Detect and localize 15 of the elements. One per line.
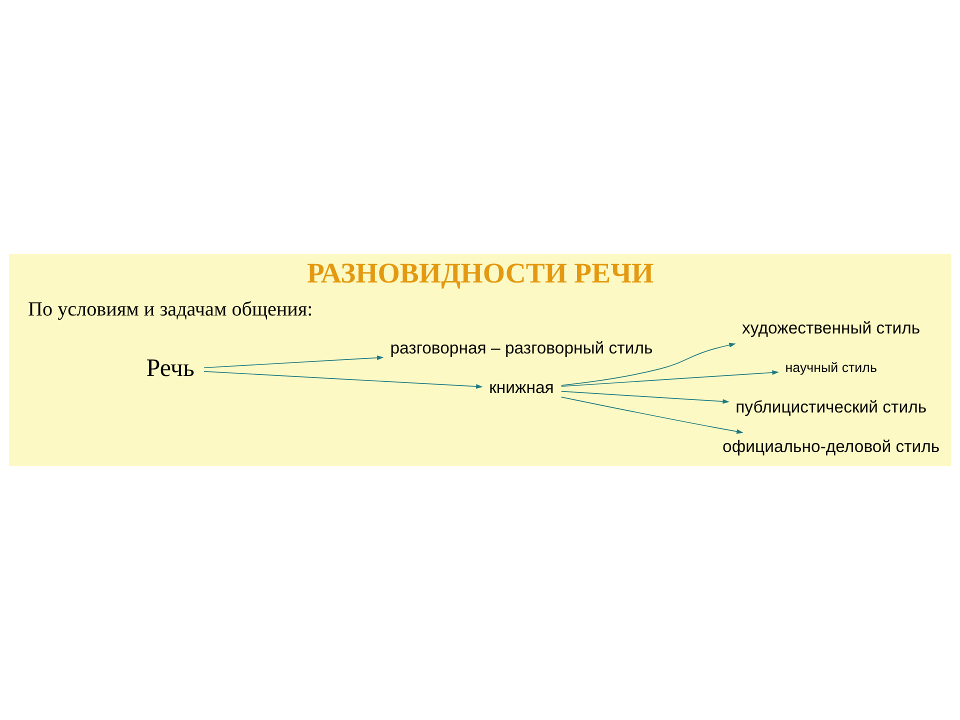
arrow — [204, 355, 384, 368]
diagram-title: РАЗНОВИДНОСТИ РЕЧИ — [306, 258, 654, 290]
node-text: публицистический стиль — [736, 397, 927, 416]
node-text: официально-деловой стиль — [722, 436, 940, 456]
arrow — [560, 342, 736, 386]
node-text: Речь — [146, 354, 195, 382]
node-text: разговорная – разговорный стиль — [390, 338, 653, 358]
node-text: научный стиль — [785, 360, 877, 375]
node-text: художественный стиль — [742, 318, 920, 338]
label: По условиям и задачам общения: — [28, 298, 313, 320]
arrow — [560, 370, 779, 387]
arrow — [204, 371, 483, 389]
arrow — [560, 396, 744, 434]
node-text: книжная — [489, 378, 554, 398]
arrow — [560, 390, 730, 404]
